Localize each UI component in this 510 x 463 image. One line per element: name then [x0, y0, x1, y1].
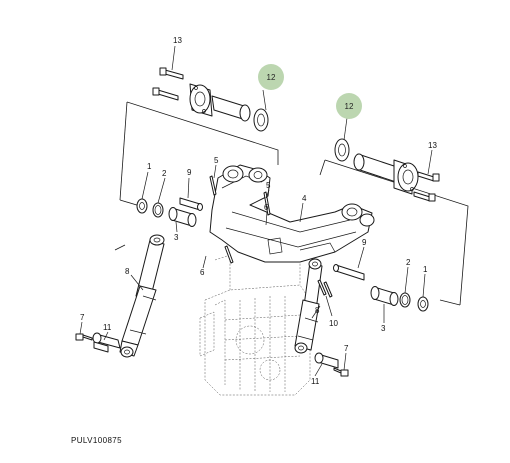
left-small-pin	[179, 197, 203, 211]
callout-right-pin: 12	[336, 93, 362, 119]
leader-lines	[79, 45, 433, 377]
right-seal-ring	[417, 296, 429, 312]
left-snap-ring	[152, 202, 164, 218]
right-frame-lines	[319, 159, 469, 306]
label-5-top: 5	[214, 156, 219, 165]
left-frame-lines	[114, 101, 279, 251]
label-9-right: 9	[362, 238, 367, 247]
label-7-right: 7	[344, 344, 349, 353]
left-bolt	[75, 333, 93, 341]
label-9-left: 9	[187, 168, 192, 177]
right-bushing	[370, 286, 399, 306]
left-bushing	[168, 207, 197, 227]
label-4: 4	[302, 194, 307, 203]
label-2-left: 2	[162, 169, 167, 178]
label-10: 10	[329, 319, 338, 328]
figure-code: PULV100875	[71, 436, 122, 445]
left-seal-ring	[136, 198, 148, 214]
label-1-right: 1	[423, 265, 428, 274]
label-13-left: 13	[173, 36, 182, 45]
housing-ghost-outline	[199, 249, 311, 396]
label-13-right: 13	[428, 141, 437, 150]
left-flange-bolts	[152, 67, 184, 101]
left-thrust-washer	[253, 108, 269, 132]
svg-text:12: 12	[345, 102, 354, 111]
label-8-left: 8	[125, 267, 130, 276]
label-3-right: 3	[381, 324, 386, 333]
label-1-left: 1	[147, 162, 152, 171]
right-snap-ring	[399, 292, 411, 308]
label-6-right: 6	[264, 203, 269, 212]
arm-small-fasteners	[209, 175, 333, 298]
right-pivot-pin	[353, 153, 419, 195]
label-11-right: 11	[311, 377, 320, 386]
label-11-left: 11	[103, 323, 112, 332]
label-7-left: 7	[80, 313, 85, 322]
label-3-left: 3	[174, 233, 179, 242]
left-pivot-pin	[189, 83, 251, 122]
right-lift-cylinder	[294, 258, 323, 354]
right-small-pin	[333, 264, 365, 281]
svg-text:12: 12	[267, 73, 276, 82]
callout-left-pin: 12	[258, 64, 284, 90]
label-8-right: 8	[315, 306, 320, 315]
label-5-right: 5	[266, 181, 271, 190]
right-thrust-washer	[334, 138, 350, 162]
rocker-arm-assembly	[209, 164, 375, 263]
part-number-labels: 13 1 2 9 5 3 6 8 7 11 5 4 6 9 2 1 3 8 10…	[80, 36, 437, 386]
left-lift-cylinder	[119, 234, 165, 358]
right-bolt	[333, 367, 349, 377]
label-6-left: 6	[200, 268, 205, 277]
label-2-right: 2	[406, 258, 411, 267]
right-flange-bolts	[413, 171, 440, 202]
right-clevis-pin	[314, 352, 339, 369]
left-clevis-pin	[92, 332, 121, 353]
